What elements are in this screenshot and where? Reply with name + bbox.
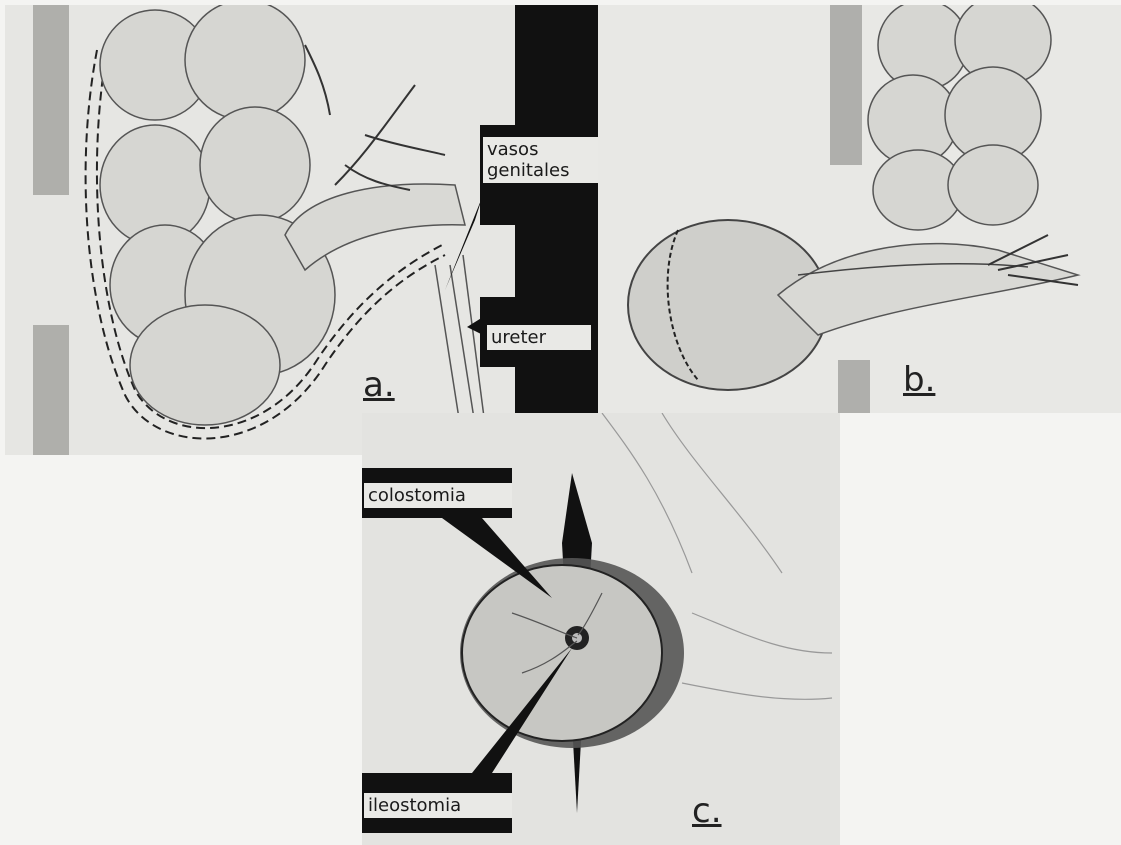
label-ileostomia: ileostomia [364, 793, 512, 818]
panel-a: vasos genitales ureter a. [5, 5, 598, 455]
panel-b: b. [598, 5, 1121, 413]
panel-c-letter: c. [692, 791, 722, 831]
label-vasos-genitales: vasos genitales [483, 137, 598, 183]
panel-b-letter: b. [903, 360, 935, 400]
panel-c-illustration [362, 413, 840, 845]
panel-a-letter: a. [363, 365, 395, 405]
panel-a-illustration [5, 5, 598, 455]
label-ureter: ureter [487, 325, 591, 350]
panel-b-illustration [598, 5, 1121, 413]
label-colostomia: colostomia [364, 483, 512, 508]
panel-c: colostomia ileostomia c. [362, 413, 840, 845]
